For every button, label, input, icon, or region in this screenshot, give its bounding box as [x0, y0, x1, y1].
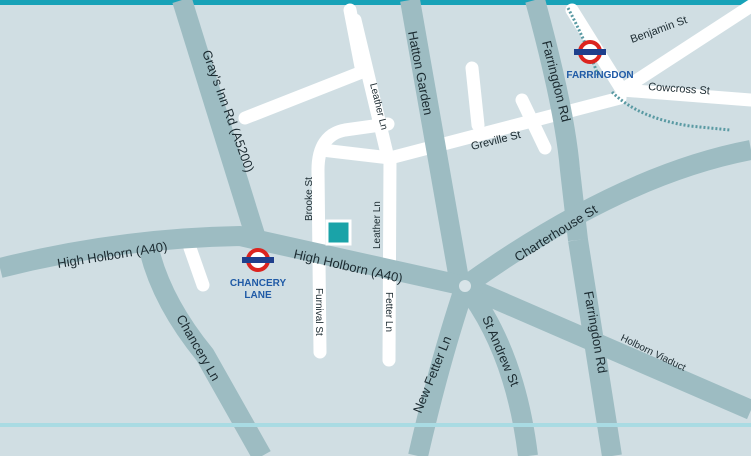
station-farringdon[interactable]: FARRINGDON — [566, 40, 634, 81]
road-chancery-ln — [138, 242, 271, 456]
rail-east — [610, 90, 731, 132]
label-furnival-st: Furnival St — [313, 288, 324, 336]
label-cowcross-st: Cowcross St — [648, 81, 710, 97]
station-chancery-lane-line-1: CHANCERY — [230, 278, 287, 289]
junction-roundabout — [459, 280, 471, 292]
road-short-north — [465, 61, 485, 132]
road-short-mid — [515, 93, 552, 155]
label-fetter-ln: Fetter Ln — [383, 292, 394, 332]
road-charterhouse — [459, 140, 751, 295]
station-farringdon-label: FARRINGDON — [566, 70, 633, 81]
station-chancery-lane[interactable]: CHANCERY LANE — [230, 248, 287, 301]
road-grays-inn — [172, 0, 265, 238]
road-upper-curve — [311, 117, 395, 177]
road-high-holborn — [0, 226, 468, 296]
road-hatton-garden — [400, 0, 470, 287]
road-cowcross-st — [615, 83, 751, 107]
station-chancery-lane-line-2: LANE — [244, 290, 272, 301]
rail-lines — [566, 7, 731, 132]
road-st-andrew — [457, 279, 538, 456]
minor-roads — [183, 0, 751, 367]
top-border — [0, 0, 751, 5]
river-line — [0, 423, 751, 427]
road-farringdon-north — [525, 0, 588, 242]
rail-north — [566, 7, 600, 76]
road-holborn-viaduct — [461, 276, 751, 420]
label-leather-ln-south: Leather Ln — [372, 201, 383, 249]
road-leather-ln-upper — [348, 13, 395, 165]
label-brooke-st: Brooke St — [304, 177, 315, 221]
road-farringdon-south — [568, 238, 622, 456]
underground-roundel-icon — [574, 40, 606, 64]
road-short-south — [183, 241, 210, 292]
location-square-icon[interactable] — [325, 219, 352, 246]
road-greville-st — [315, 91, 627, 165]
road-new-fetter — [408, 282, 475, 456]
underground-roundel-icon — [242, 248, 274, 272]
